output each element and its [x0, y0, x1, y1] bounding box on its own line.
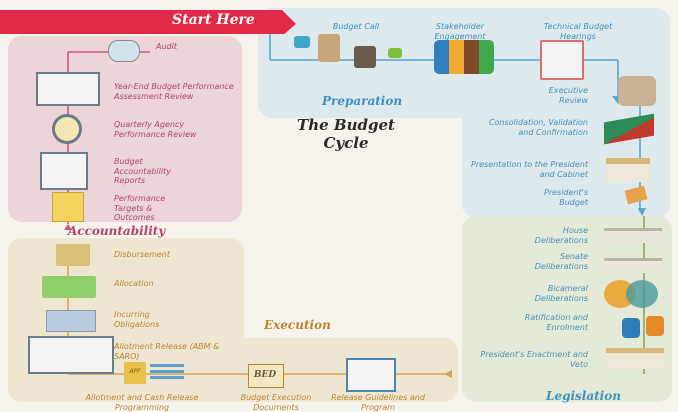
executive-review-label: Executive Review [548, 86, 588, 105]
speech-bubble-icon [294, 36, 310, 48]
allotment-release-label: Allotment Release (ABM & SARO) [114, 342, 220, 361]
budget-call-label: Budget Call [332, 22, 380, 31]
bicameral-deliberations-label: Bicameral Deliberations [534, 284, 588, 303]
incurring-obligations-label: Incurring Obligations [114, 310, 160, 329]
stakeholder-engagement-label: Stakeholder Engagement [434, 22, 486, 41]
accountability-panel [8, 36, 242, 222]
performance-targets-label: Performance Targets & Outcomes [114, 194, 166, 222]
senate-building-icon [604, 258, 662, 273]
accountability-title: Accountability [68, 224, 166, 238]
thumbs-down-icon [646, 316, 664, 336]
presidents-budget-label: President's Budget [544, 188, 588, 207]
technical-budget-hearings-label: Technical Budget Hearings [543, 22, 613, 41]
bed-icon-text: BED [253, 370, 277, 380]
apf-document-icon [124, 362, 146, 384]
report-documents-icon [36, 72, 100, 106]
enactment-veto-label: President's Enactment and Veto [480, 350, 588, 369]
cash-release-label: Allotment and Cash Release Programming [85, 393, 199, 412]
legislation-title: Legislation [546, 389, 621, 403]
magnifier-icon [52, 114, 82, 144]
year-end-review-label: Year-End Budget Performance Assessment R… [114, 82, 234, 101]
person-icon [354, 46, 376, 68]
legislation-panel [462, 216, 672, 402]
preparation-title: Preparation [322, 94, 403, 108]
executive-person-icon [618, 76, 656, 106]
hearing-document-icon [540, 40, 584, 80]
venn-circle-icon [626, 280, 658, 308]
execution-title: Execution [264, 318, 331, 332]
obligation-document-icon [46, 310, 96, 332]
budget-execution-docs-label: Budget Execution Documents [240, 393, 312, 412]
thumbs-up-icon [622, 318, 640, 338]
start-here-label: Start Here [172, 12, 255, 28]
start-banner-shape [0, 10, 296, 34]
main-title: The Budget Cycle [297, 116, 395, 152]
presentation-label: Presentation to the President and Cabine… [471, 160, 588, 179]
accountability-reports-label: Budget Accountability Reports [114, 157, 171, 185]
allotment-forms-icon [28, 336, 114, 374]
palace-building-icon [606, 348, 664, 369]
audit-magnifier-icon [108, 40, 140, 62]
ratification-label: Ratification and Enrolment [524, 313, 588, 332]
apf-icon-text: APF [129, 368, 141, 375]
disbursement-label: Disbursement [114, 250, 170, 259]
bed-document-icon [248, 364, 284, 388]
guidelines-list-icon [346, 358, 396, 392]
bars-chart-icon [150, 364, 184, 382]
quarterly-review-label: Quarterly Agency Performance Review [114, 120, 197, 139]
person-icon [318, 34, 340, 62]
consolidation-label: Consolidation, Validation and Confirmati… [488, 118, 588, 137]
audit-label: Audit [156, 42, 177, 51]
checklist-icon [52, 192, 84, 222]
senate-deliberations-label: Senate Deliberations [534, 252, 588, 271]
hands-together-icon [434, 40, 494, 74]
government-building-icon [606, 158, 650, 182]
report-sheet-icon [40, 152, 88, 190]
speech-bubble-icon [388, 48, 402, 58]
money-stack-icon [42, 276, 96, 298]
release-guidelines-label: Release Guidelines and Program [331, 393, 425, 412]
cash-bundle-icon [56, 244, 90, 266]
house-deliberations-label: House Deliberations [534, 226, 588, 245]
house-building-icon [604, 228, 662, 243]
allocation-label: Allocation [114, 279, 154, 288]
